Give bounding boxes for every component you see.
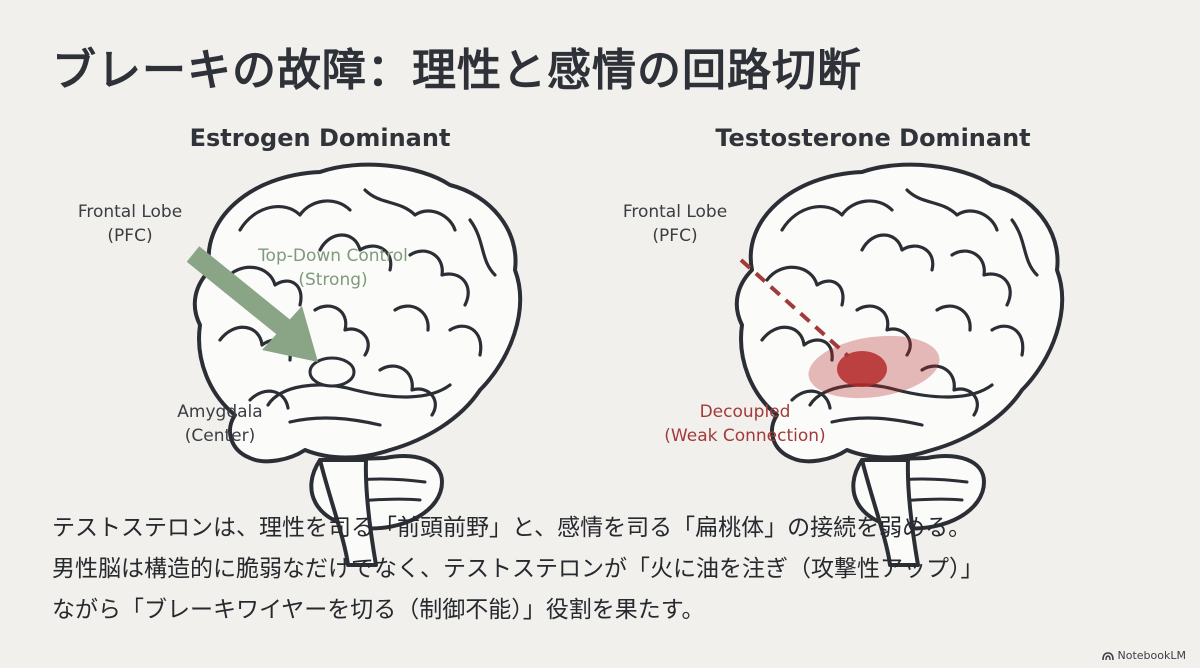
left-brain-illustration xyxy=(192,162,523,567)
slide-title: ブレーキの故障：理性と感情の回路切断 xyxy=(52,45,862,96)
notebooklm-logo-icon xyxy=(1101,651,1114,660)
weak-connection-dashed-line xyxy=(739,258,850,358)
right-panel-heading: Testosterone Dominant xyxy=(715,124,1031,152)
top-down-control-arrow xyxy=(186,246,318,362)
left-panel-heading: Estrogen Dominant xyxy=(189,124,451,152)
decoupled-highlight xyxy=(808,335,940,399)
body-line-1: テストステロンは、理性を司る「前頭前野」と、感情を司る「扁桃体」の接続を弱める。 xyxy=(52,515,972,541)
decoupled-label: Decoupled (Weak Connection) xyxy=(664,402,826,446)
brand-name: NotebookLM xyxy=(1117,649,1186,662)
body-line-2: 男性脳は構造的に脆弱なだけでなく、テストステロンが「火に油を注ぎ（攻撃性アップ）… xyxy=(52,556,984,582)
body-line-3: ながら「ブレーキワイヤーを切る（制御不能）」役割を果たす。 xyxy=(52,597,705,623)
top-down-control-label: Top-Down Control (Strong) xyxy=(258,246,408,290)
left-amygdala-shape xyxy=(308,356,356,388)
brand-watermark: NotebookLM xyxy=(1101,649,1186,662)
right-frontal-lobe-label: Frontal Lobe (PFC) xyxy=(622,202,728,246)
body-text: テストステロンは、理性を司る「前頭前野」と、感情を司る「扁桃体」の接続を弱める。… xyxy=(52,508,1162,631)
left-frontal-lobe-label: Frontal Lobe (PFC) xyxy=(77,202,183,246)
amygdala-label: Amygdala (Center) xyxy=(177,402,263,446)
